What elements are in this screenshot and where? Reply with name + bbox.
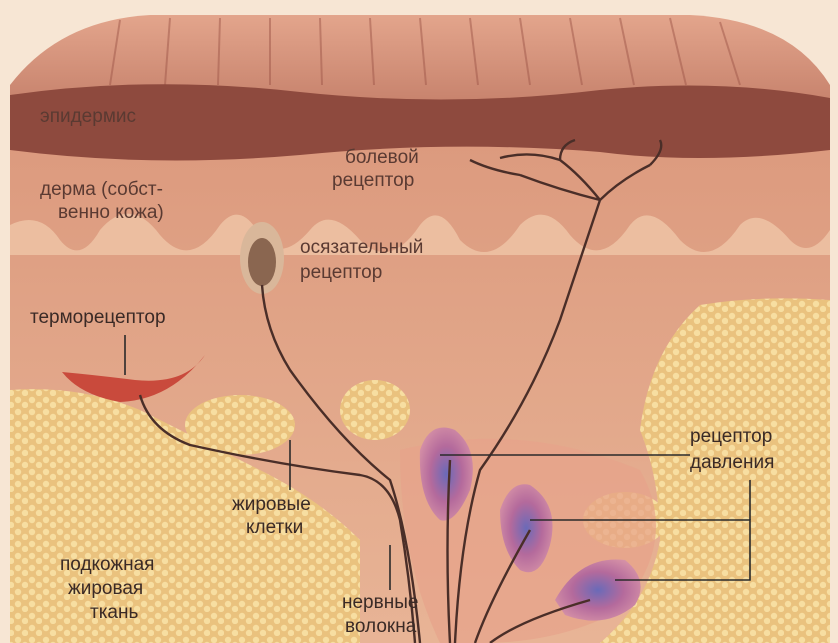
label-subcutaneous-3: ткань (90, 602, 138, 623)
label-subcutaneous-2: жировая (68, 578, 143, 599)
label-pain-receptor-1: болевой (345, 147, 419, 168)
label-touch-receptor-2: рецептор (300, 262, 382, 283)
fat-cells-cluster (185, 395, 295, 455)
label-dermis-1: дерма (собст- (40, 179, 163, 200)
label-epidermis: эпидермис (40, 106, 136, 127)
label-fat-cells-1: жировые (232, 494, 311, 515)
label-nerve-fibers-2: волокна (345, 616, 417, 637)
touch-receptor (248, 238, 276, 286)
label-thermoreceptor: терморецептор (30, 307, 166, 328)
label-fat-cells-2: клетки (246, 517, 303, 538)
label-pressure-receptor-1: рецептор (690, 426, 772, 447)
fat-cells-cluster-2 (340, 380, 410, 440)
label-touch-receptor-1: осязательный (300, 237, 423, 258)
label-pressure-receptor-2: давления (690, 452, 774, 473)
label-dermis-2: венно кожа) (58, 202, 164, 223)
label-subcutaneous-1: подкожная (60, 554, 154, 575)
label-nerve-fibers-1: нервные (342, 592, 418, 613)
label-pain-receptor-2: рецептор (332, 170, 414, 191)
